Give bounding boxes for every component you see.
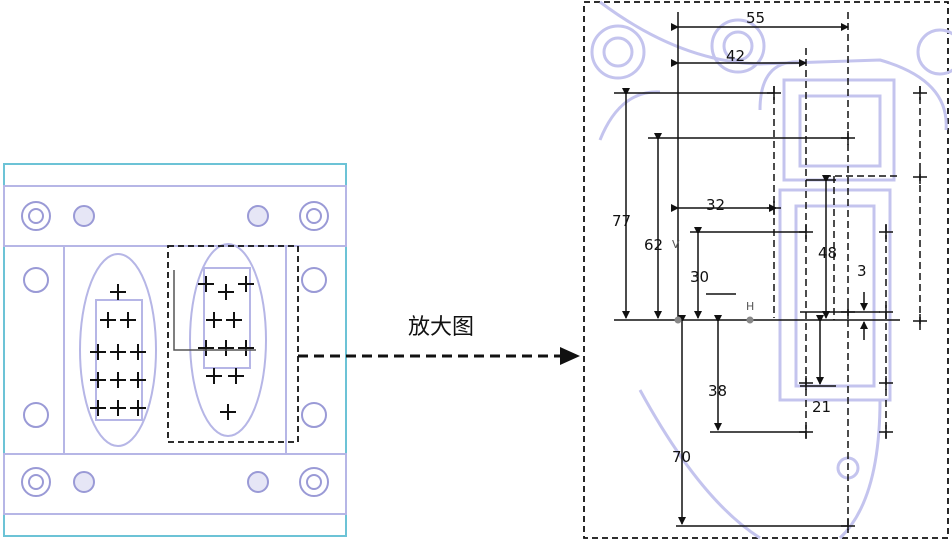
dimension-lines <box>614 12 900 527</box>
dimension-labels: 55 42 77 62 32 30 48 3 38 21 70 <box>612 9 867 466</box>
mold-bottom-plate <box>3 453 347 515</box>
bolt-holes <box>21 201 329 497</box>
h-axis-label: H <box>746 300 754 313</box>
cavity-left <box>79 253 157 447</box>
zoom-caption: 放大图 <box>408 315 474 340</box>
zoom-region <box>167 245 299 443</box>
dim-38: 38 <box>708 382 727 400</box>
enlarged-mold-outline <box>590 0 952 540</box>
dim-3: 3 <box>857 262 867 280</box>
v-axis-label: V <box>672 238 680 251</box>
mold-top-plate <box>3 185 347 247</box>
dim-77: 77 <box>612 212 631 230</box>
dim-30: 30 <box>690 268 709 286</box>
enlarged-pin-marks <box>767 86 927 533</box>
origin-point <box>674 316 682 324</box>
h-axis-point <box>746 316 754 324</box>
mold-outer-frame <box>3 163 347 537</box>
dim-48: 48 <box>818 244 837 262</box>
dim-70: 70 <box>672 448 691 466</box>
pin-marks-right <box>198 276 254 420</box>
zoom-arrow <box>298 347 580 365</box>
dim-62: 62 <box>644 236 663 254</box>
screw-holes <box>73 205 269 493</box>
mold-core-plate <box>63 245 287 455</box>
dim-32: 32 <box>706 196 725 214</box>
mold-overview <box>3 163 347 537</box>
cavity-right <box>189 243 267 437</box>
overview-axes <box>173 270 256 351</box>
enlarged-view: V H 55 42 77 62 32 30 48 3 38 21 70 <box>583 0 952 540</box>
pin-marks-left <box>90 284 146 416</box>
dim-55: 55 <box>746 9 765 27</box>
insert-right <box>203 267 251 369</box>
dim-42: 42 <box>726 47 745 65</box>
dim-21: 21 <box>812 398 831 416</box>
enlarged-frame <box>583 1 949 539</box>
